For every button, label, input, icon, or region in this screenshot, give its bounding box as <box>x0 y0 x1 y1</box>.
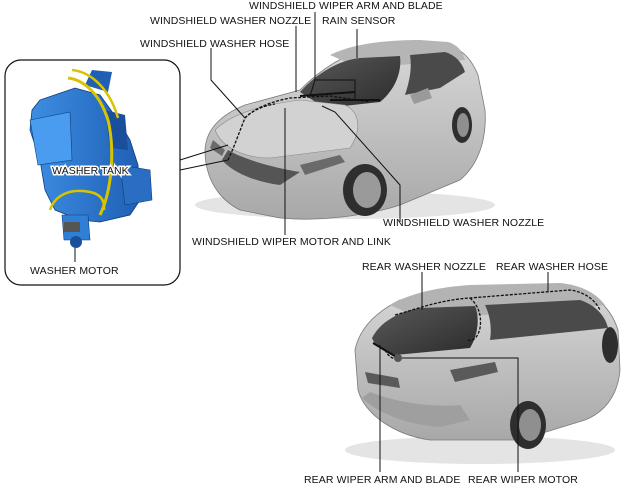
label-rear-washer-nozzle: REAR WASHER NOZZLE <box>362 261 486 273</box>
label-windshield-wiper-arm-and-blade: WINDSHIELD WIPER ARM AND BLADE <box>249 0 443 12</box>
leader-lines <box>70 12 549 472</box>
label-washer-motor: WASHER MOTOR <box>30 265 119 277</box>
callout-labels: WINDSHIELD WIPER ARM AND BLADE WINDSHIEL… <box>30 0 608 486</box>
label-rear-washer-hose: REAR WASHER HOSE <box>496 261 608 273</box>
label-rear-wiper-motor: REAR WIPER MOTOR <box>468 474 578 486</box>
washer-tank-inset <box>4 59 229 286</box>
label-washer-tank: WASHER TANK <box>52 165 129 177</box>
label-windshield-wiper-motor-and-link: WINDSHIELD WIPER MOTOR AND LINK <box>192 236 391 248</box>
label-windshield-washer-nozzle-right: WINDSHIELD WASHER NOZZLE <box>383 217 544 229</box>
label-rear-wiper-arm-and-blade: REAR WIPER ARM AND BLADE <box>304 474 460 486</box>
front-car-illustration <box>195 40 495 220</box>
rear-car-illustration <box>345 283 621 464</box>
label-rain-sensor: RAIN SENSOR <box>322 15 396 27</box>
label-windshield-washer-hose: WINDSHIELD WASHER HOSE <box>140 38 289 50</box>
label-windshield-washer-nozzle-top: WINDSHIELD WASHER NOZZLE <box>150 15 311 27</box>
